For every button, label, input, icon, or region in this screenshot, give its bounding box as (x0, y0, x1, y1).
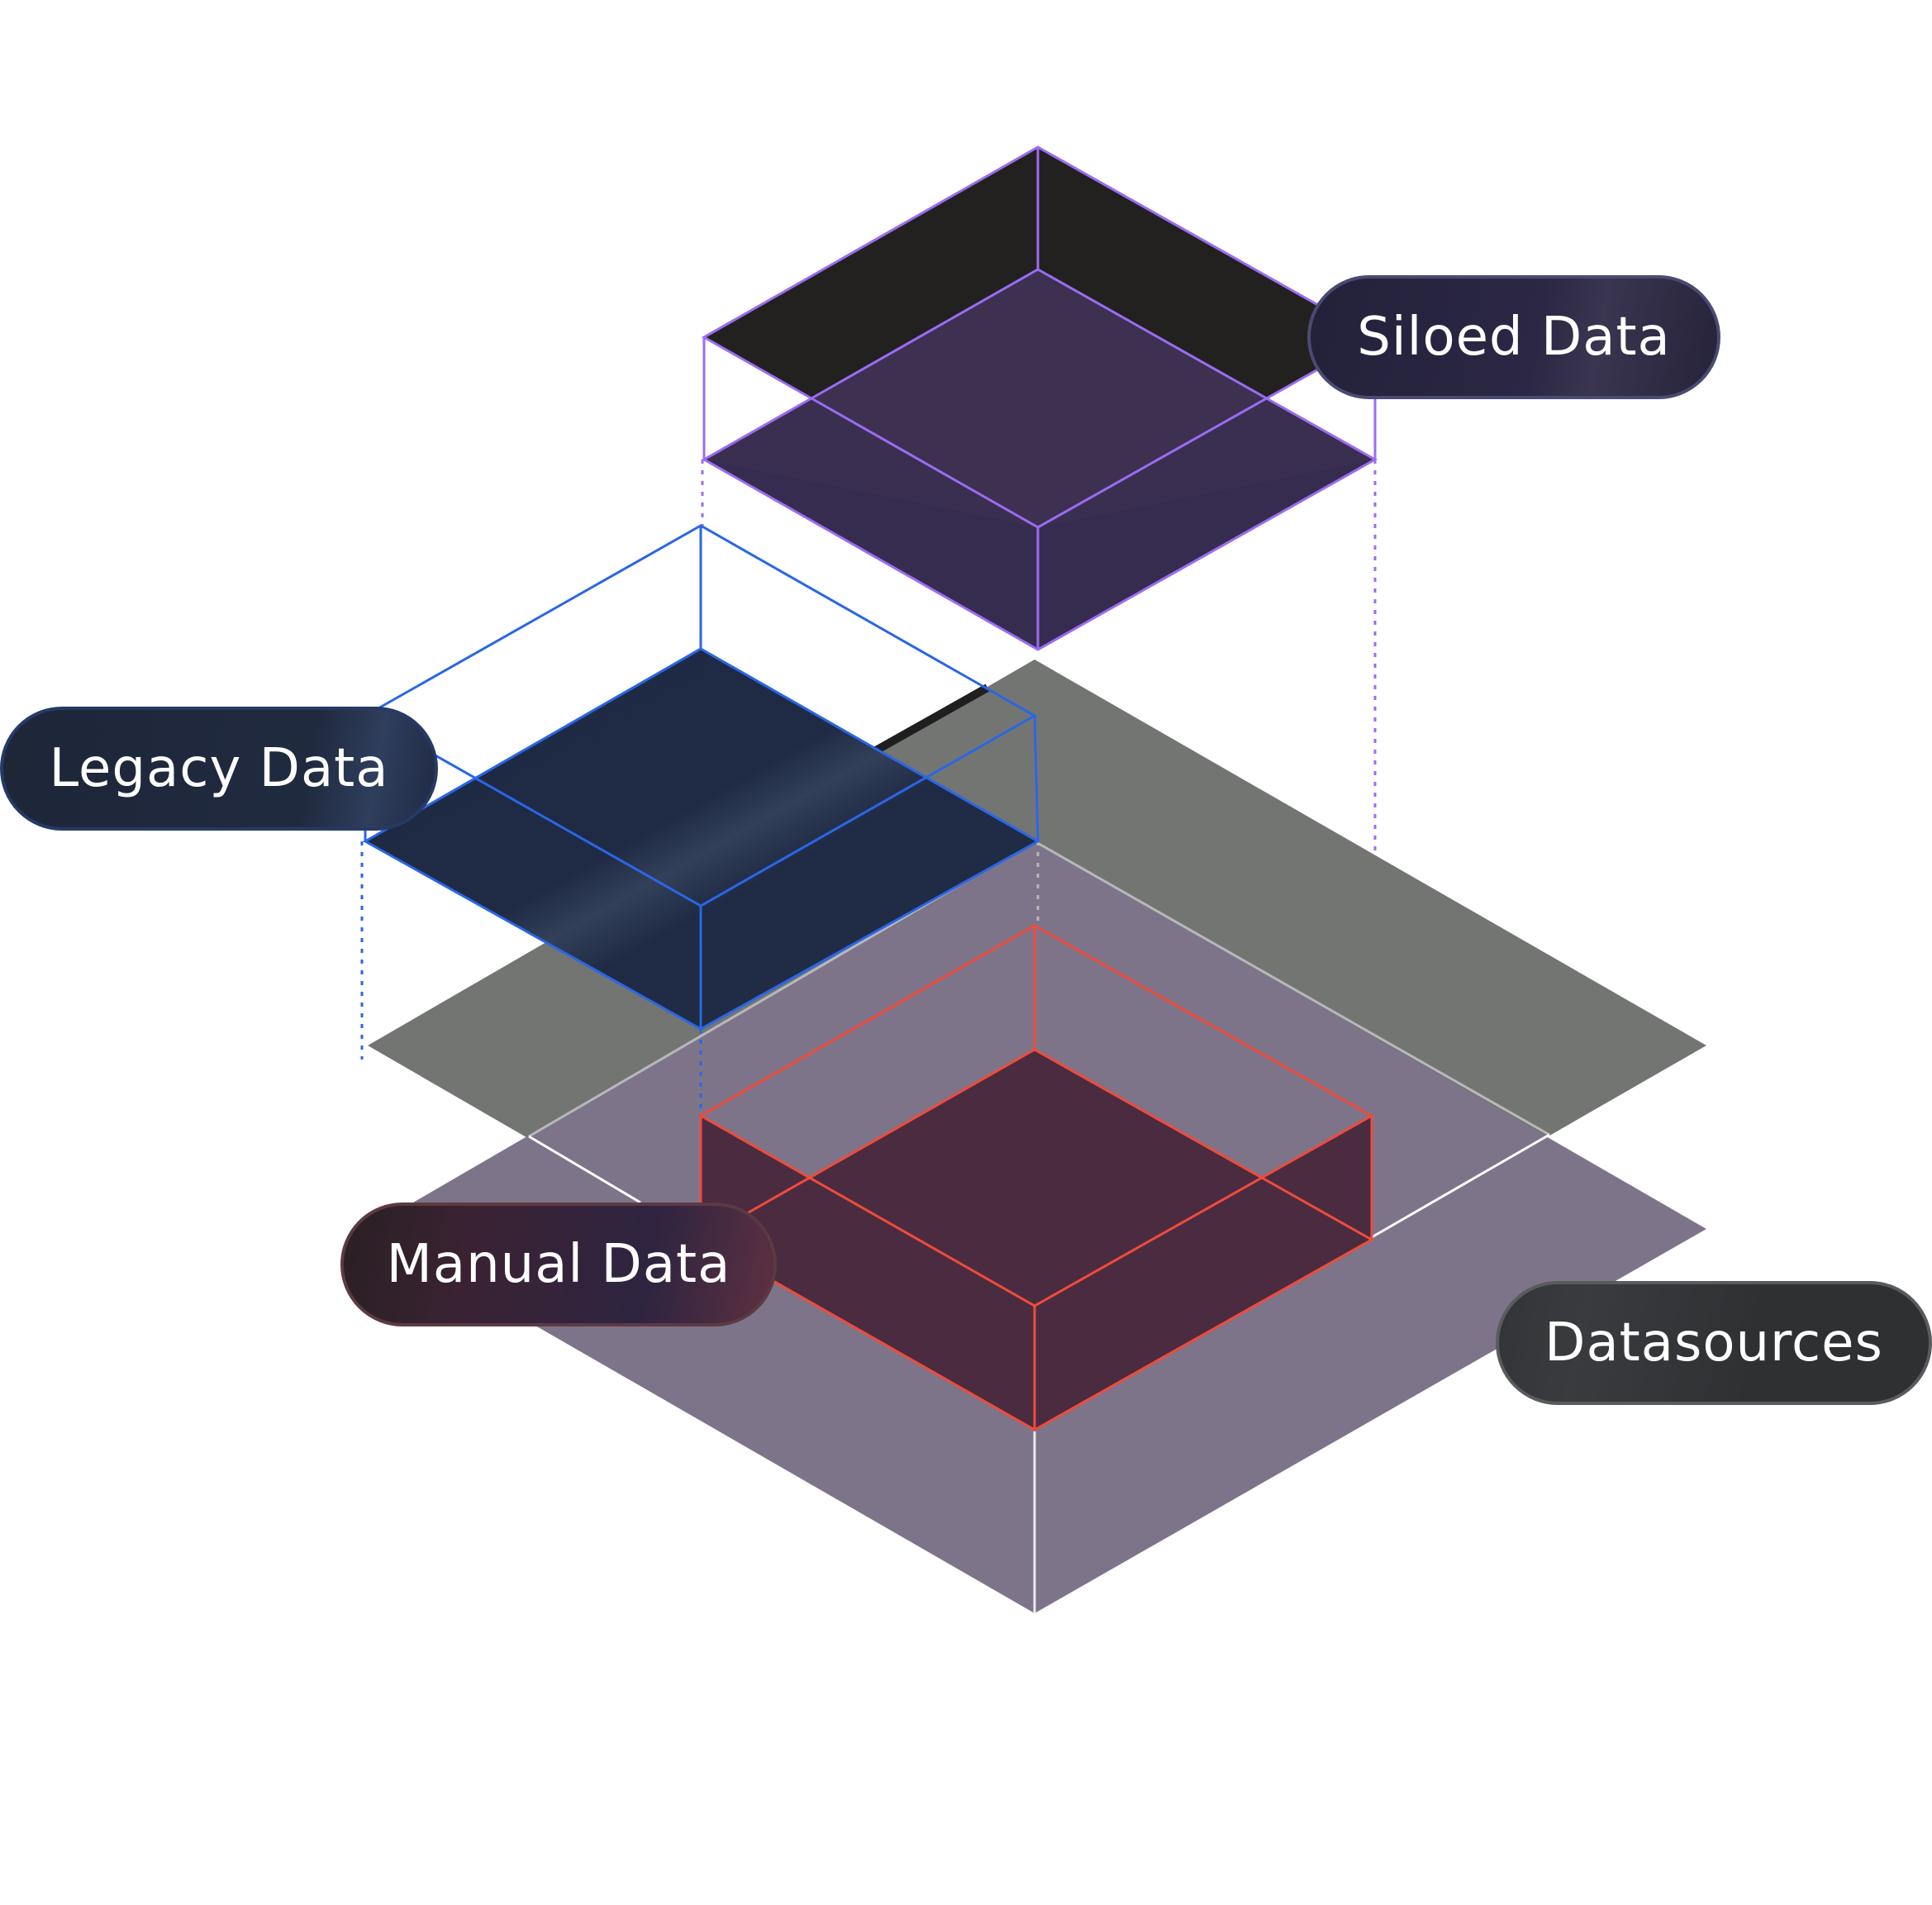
base-right-edge (1371, 1133, 1550, 1239)
dark-ridge (873, 683, 990, 755)
manual-data-label: Manual Data (340, 1203, 777, 1326)
manual-data-block (697, 924, 1375, 1431)
legacy-data-block (362, 524, 1041, 1031)
siloed-data-label: Siloed Data (1307, 275, 1720, 399)
legacy-data-label: Legacy Data (0, 707, 438, 831)
siloed-data-block (701, 145, 1378, 651)
datasources-label: Datasources (1496, 1281, 1932, 1405)
dashed-guides (360, 460, 1377, 1116)
base-left-edge (528, 1135, 641, 1204)
